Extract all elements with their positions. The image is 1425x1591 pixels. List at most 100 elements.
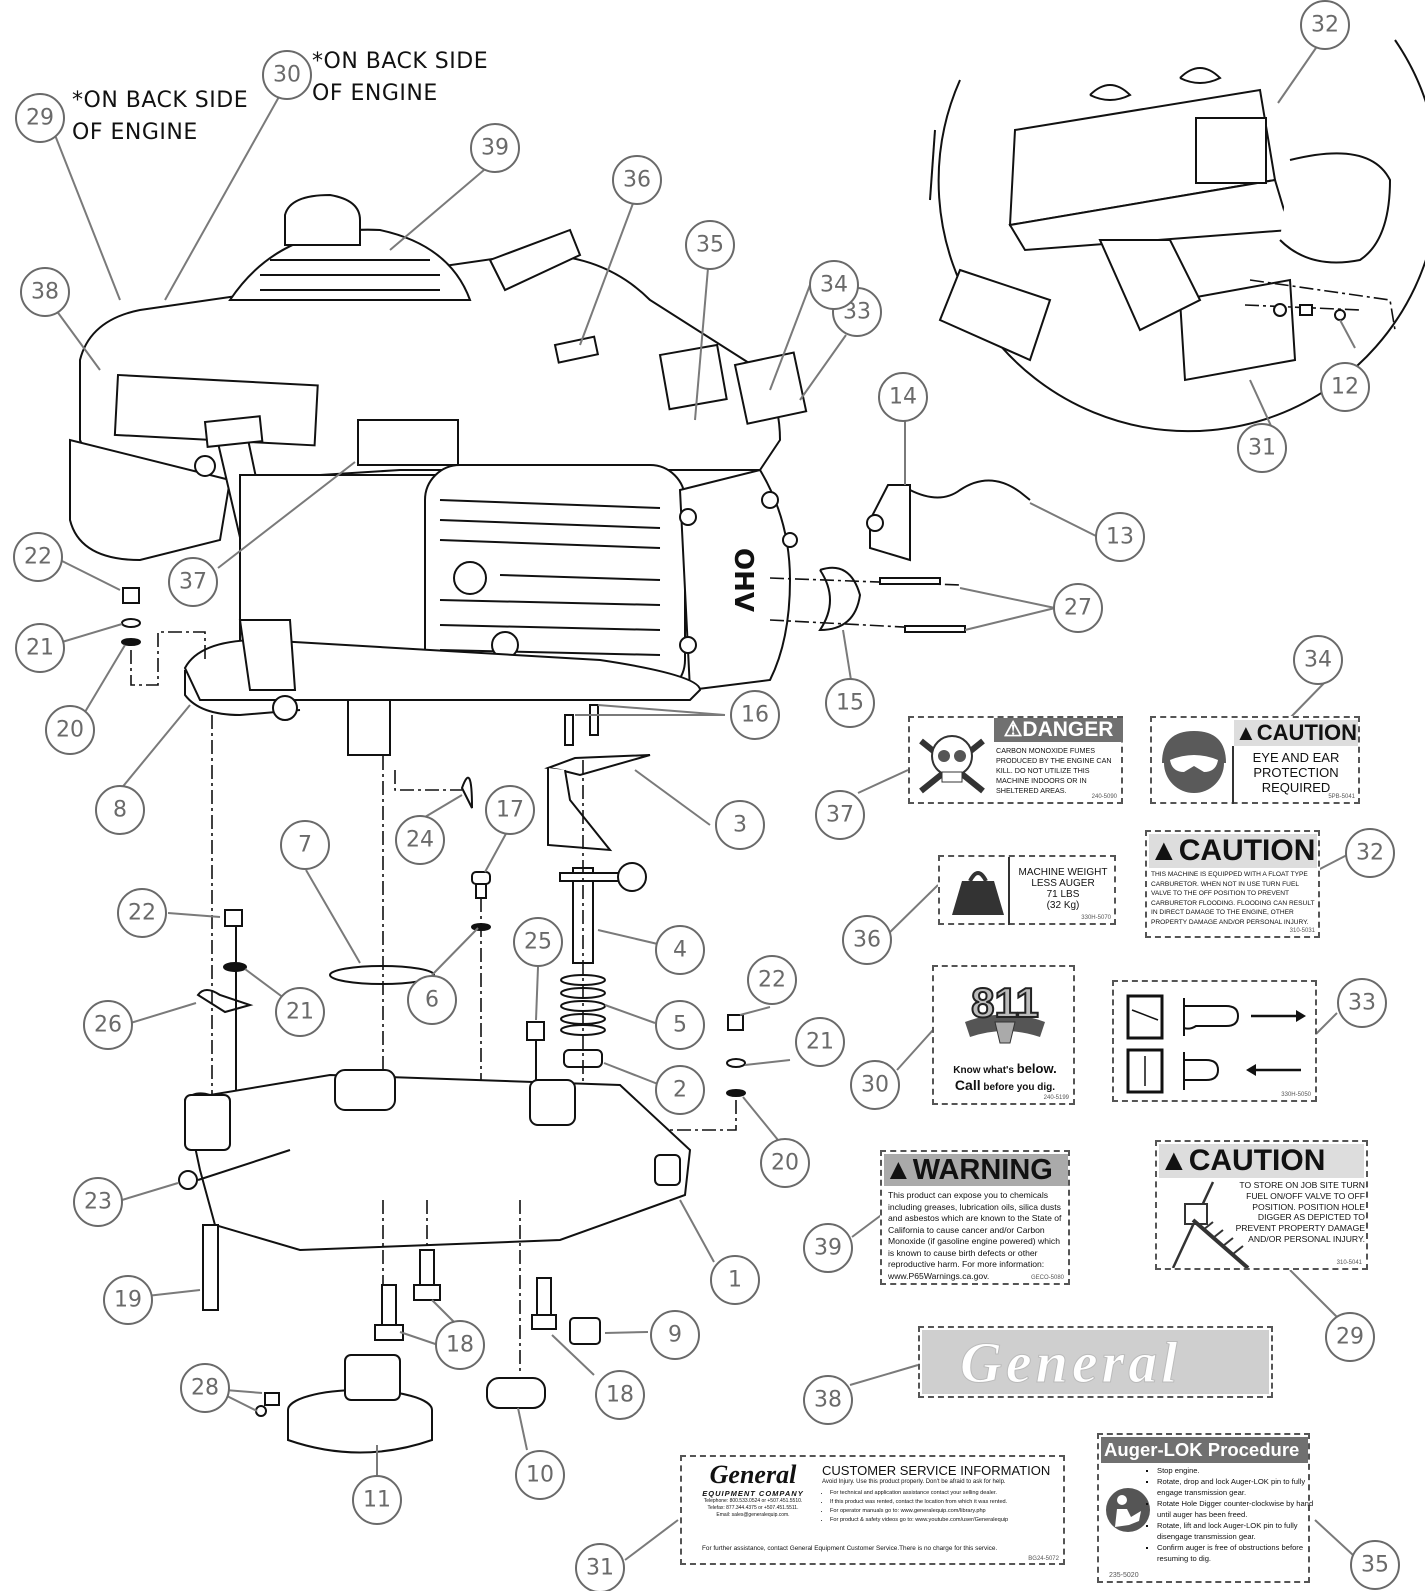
callout-25: 25 [513, 917, 563, 967]
customer-service-list: For technical and application assistance… [822, 1489, 1062, 1525]
caution-header: ▲CAUTION [1149, 834, 1317, 868]
callout-28: 28 [180, 1363, 230, 1413]
part-number: BG24-5072 [1028, 1556, 1059, 1562]
decal-32-caution-carburetor: ▲CAUTION THIS MACHINE IS EQUIPPED WITH A… [1145, 830, 1320, 938]
callout-number: 9 [668, 1323, 682, 1348]
part-number: 235-5020 [1109, 1572, 1139, 1579]
warning-header: ▲WARNING [884, 1154, 1068, 1186]
callout-number: 37 [179, 570, 207, 595]
decal-33-fuel-valve: 330H-5050 [1112, 980, 1317, 1102]
warning-triangle-icon: ▲ [1149, 834, 1179, 867]
engine-assembly: OHV [69, 193, 808, 756]
fuel-valve-open-icon [1126, 994, 1306, 1045]
callout-number: 17 [496, 798, 524, 823]
part-number: 330H-5050 [1281, 1092, 1311, 1098]
callout-number: 27 [1064, 596, 1092, 621]
callout-21: 21 [795, 1017, 845, 1067]
callout-number: 18 [606, 1383, 634, 1408]
callout-number: 22 [758, 968, 786, 993]
callout-number: 4 [673, 938, 687, 963]
callout-number: 6 [425, 988, 439, 1013]
callout-number: 34 [820, 273, 848, 298]
callout-8: 8 [95, 785, 145, 835]
callout-15: 15 [825, 678, 875, 728]
811-tagline: Know what's below. Call before you dig. [953, 1061, 1057, 1094]
warning-triangle-icon: ▲ [884, 1154, 913, 1186]
callout-39: 39 [470, 123, 520, 173]
callout-14: 14 [878, 372, 928, 422]
callout-5: 5 [655, 1000, 705, 1050]
decal-39-warning-prop65: ▲WARNING This product can expose you to … [880, 1150, 1070, 1285]
callout-6: 6 [407, 975, 457, 1025]
callout-20: 20 [45, 705, 95, 755]
callout-33: 33 [1337, 978, 1387, 1028]
danger-header: ⚠DANGER [994, 718, 1123, 742]
callout-number: 21 [806, 1030, 834, 1055]
callout-number: 19 [114, 1288, 142, 1313]
callout-38: 38 [803, 1375, 853, 1425]
callout-number: 2 [673, 1078, 687, 1103]
hole-digger-storage-icon [1163, 1180, 1253, 1273]
callout-30: 30 [262, 50, 312, 100]
callout-number: 26 [94, 1013, 122, 1038]
callout-number: 7 [298, 833, 312, 858]
callout-19: 19 [103, 1275, 153, 1325]
callout-number: 13 [1106, 525, 1134, 550]
callout-number: 31 [1248, 436, 1276, 461]
callout-32: 32 [1345, 828, 1395, 878]
callout-34: 34 [1293, 635, 1343, 685]
caution-header: ▲CAUTION [1159, 1144, 1364, 1178]
warning-triangle-icon: ⚠ [1003, 718, 1023, 741]
decal-36-machine-weight: MACHINE WEIGHT LESS AUGER 71 LBS (32 Kg)… [938, 855, 1116, 925]
auger-lok-steps: Stop engine. Rotate, drop and lock Auger… [1149, 1465, 1317, 1564]
part-number: 330H-5070 [1081, 915, 1111, 921]
danger-body: CARBON MONOXIDE FUMES PRODUCED BY THE EN… [996, 746, 1112, 795]
weight-icon [950, 863, 1006, 924]
callout-12: 12 [1320, 362, 1370, 412]
callout-21: 21 [275, 987, 325, 1037]
callout-31: 31 [575, 1543, 625, 1591]
callout-number: 16 [741, 703, 769, 728]
callout-number: 14 [889, 385, 917, 410]
callout-30: 30 [850, 1060, 900, 1110]
callout-32: 32 [1300, 0, 1350, 50]
callout-number: 29 [1336, 1325, 1364, 1350]
callout-1: 1 [710, 1255, 760, 1305]
weight-text: MACHINE WEIGHT LESS AUGER 71 LBS (32 Kg) [1018, 867, 1108, 911]
caution-body: THIS MACHINE IS EQUIPPED WITH A FLOAT TY… [1151, 871, 1315, 926]
callout-36: 36 [842, 915, 892, 965]
part-number: 240-5199 [1043, 1095, 1069, 1101]
decal-38-general-logo: General [918, 1326, 1273, 1398]
caution-header: ▲CAUTION [1234, 720, 1358, 746]
general-logo-text: General [959, 1330, 1182, 1395]
callout-number: 22 [24, 545, 52, 570]
callout-24: 24 [395, 815, 445, 865]
part-number: 310-5031 [1289, 928, 1315, 934]
callout-number: 28 [191, 1376, 219, 1401]
callout-number: 37 [826, 803, 854, 828]
callout-number: 18 [446, 1333, 474, 1358]
callout-18: 18 [595, 1370, 645, 1420]
note-back-side-30: *ON BACK SIDE OF ENGINE [312, 49, 489, 106]
part-number: 310-5041 [1336, 1260, 1362, 1266]
warning-triangle-icon: ▲ [1235, 720, 1257, 745]
warning-body: This product can expose you to chemicals… [888, 1190, 1062, 1281]
callout-number: 12 [1331, 375, 1359, 400]
decal-29-caution-storage: ▲CAUTION TO STORE ON JOB SITE TURN FUEL … [1155, 1140, 1368, 1270]
callout-number: 3 [733, 813, 747, 838]
fuel-valve-closed-icon [1126, 1048, 1306, 1099]
callout-31: 31 [1237, 423, 1287, 473]
callout-29: 29 [15, 93, 65, 143]
callout-number: 23 [84, 1190, 112, 1215]
part-number: 240-5090 [1091, 794, 1117, 800]
callout-number: 32 [1356, 841, 1384, 866]
callout-number: 21 [26, 636, 54, 661]
callout-39: 39 [803, 1223, 853, 1273]
callout-number: 29 [26, 106, 54, 131]
callout-number: 20 [771, 1151, 799, 1176]
warning-triangle-icon: ▲ [1159, 1144, 1189, 1177]
callout-10: 10 [515, 1450, 565, 1500]
callout-number: 30 [861, 1073, 889, 1098]
callout-13: 13 [1095, 512, 1145, 562]
